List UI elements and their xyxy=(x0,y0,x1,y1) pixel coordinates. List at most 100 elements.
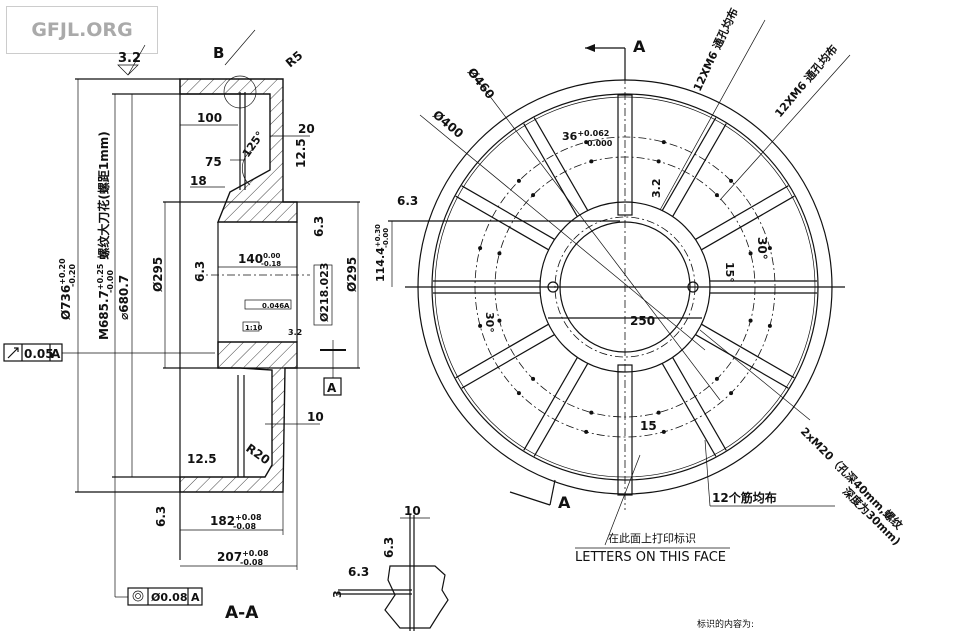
dim-75: 75 xyxy=(205,155,222,169)
runout-value: 0.05 xyxy=(24,347,54,361)
m6-hole-marker xyxy=(656,410,661,415)
watermark-logo: GFJL.ORG xyxy=(6,6,158,54)
m6-hole-marker xyxy=(661,429,666,434)
angle-30-left: 30° xyxy=(483,312,496,333)
taper-label: 1:10 xyxy=(245,324,263,332)
roughness-6-3-bore: 6.3 xyxy=(193,261,207,282)
detail-roughness-6-3-b: 6.3 xyxy=(348,565,369,579)
rib-line xyxy=(661,117,717,211)
roughness-3-2-small: 3.2 xyxy=(288,328,302,337)
angle-30-right: 30° xyxy=(755,237,769,260)
m6-hole-marker xyxy=(584,140,589,145)
runout-datum: A xyxy=(51,347,61,361)
rib-line xyxy=(661,363,717,457)
view-title-a-a: A-A xyxy=(225,603,259,623)
m6-hole-marker xyxy=(516,178,521,183)
top-flange-section xyxy=(179,78,298,223)
holes-note-2: 12XM6 通孔均布 xyxy=(772,42,841,120)
concentricity-datum: A xyxy=(191,591,200,604)
dim-18: 18 xyxy=(190,174,207,188)
rib-line xyxy=(523,123,578,217)
radius-r20: R20 xyxy=(243,441,272,467)
keyway-depth-tol-lower: -0.00 xyxy=(382,228,390,248)
m6-hole-marker xyxy=(661,140,666,145)
m6-hole-marker xyxy=(584,429,589,434)
m6-hole-marker xyxy=(497,318,502,323)
rib-line xyxy=(533,363,589,457)
concentricity-frame xyxy=(127,587,203,606)
dia-680: ⌀680.7 xyxy=(117,275,131,320)
radius-r5: R5 xyxy=(283,48,305,70)
roughness-6-3: 6.3 xyxy=(397,194,418,208)
rib-line xyxy=(672,357,727,451)
m6-hole-marker xyxy=(656,159,661,164)
datum-a: A xyxy=(327,381,337,395)
dim-250: 250 xyxy=(630,314,655,328)
thread-tol-lower: -0.00 xyxy=(106,270,115,293)
rib-line xyxy=(533,117,589,211)
m6-hole-marker xyxy=(767,323,772,328)
dim-182: 182+0.08 xyxy=(210,513,262,528)
roughness-12-5-bottom: 12.5 xyxy=(187,452,217,466)
section-view: 3.2 B R5 100 20 125° 12.5 75 18 6.3 Ø736… xyxy=(3,29,360,623)
rib-line xyxy=(672,123,727,217)
detail-dim-3: 3 xyxy=(331,590,344,598)
flatness-datum: A xyxy=(284,302,290,310)
m6-hole-marker xyxy=(767,246,772,251)
m6-hole-marker xyxy=(531,193,536,198)
detail-dim-10: 10 xyxy=(404,504,421,518)
m6-hole-marker xyxy=(729,391,734,396)
roughness-6-3-bottom: 6.3 xyxy=(154,506,168,527)
flatness-frame: 0.046 xyxy=(262,302,284,310)
dim-100: 100 xyxy=(197,111,222,125)
rib-line xyxy=(701,323,795,379)
rib-line xyxy=(461,334,555,389)
tapped-holes-note-1: 2xM20（孔深40mm,螺纹 xyxy=(798,424,906,532)
rib-line xyxy=(701,195,795,251)
concentricity-icon xyxy=(132,590,144,602)
section-mark-top: A xyxy=(633,37,646,56)
dim-207: 207+0.08 xyxy=(217,549,269,564)
holes-note-1: 12XM6 通孔均布 xyxy=(690,6,741,94)
m6-hole-marker xyxy=(589,159,594,164)
keyway-width: 36+0.062 xyxy=(562,129,609,143)
m6-hole-marker xyxy=(497,251,502,256)
front-view: A A Ø460 Ø400 12XM6 通孔均布 12XM6 通孔均布 36+0… xyxy=(374,6,906,630)
marking-note-cn: 在此面上打印标识 xyxy=(608,531,696,545)
detail-view: 10 6.3 6.3 3 xyxy=(331,504,449,631)
rib-line xyxy=(695,185,789,240)
m6-hole-marker xyxy=(589,410,594,415)
section-mark-bottom: A xyxy=(558,493,571,512)
rib-line xyxy=(695,334,789,389)
dia-736: Ø736+0.20 xyxy=(58,258,73,320)
detail-b-label: B xyxy=(213,44,224,62)
angle-125: 125° xyxy=(240,129,267,160)
dim-182-tol-lower: -0.08 xyxy=(233,522,256,531)
roughness-12-5-top: 12.5 xyxy=(294,138,308,168)
runout-frame xyxy=(3,343,63,362)
concentricity-value: Ø0.08 xyxy=(151,591,188,604)
dia-460: Ø460 xyxy=(465,65,498,101)
dia-295-right: Ø295 xyxy=(345,257,359,292)
dim-140: 1400.00 xyxy=(238,252,280,266)
runout-arrow-icon xyxy=(7,347,19,359)
m6-hole-marker xyxy=(516,391,521,396)
dim-10: 10 xyxy=(307,410,324,424)
marking-note-en: LETTERS ON THIS FACE xyxy=(575,550,726,565)
m6-hole-marker xyxy=(748,251,753,256)
rib-line xyxy=(455,195,549,251)
rib-line xyxy=(461,185,555,240)
m6-hole-marker xyxy=(478,246,483,251)
m6-hole-marker xyxy=(478,323,483,328)
detail-b-circle xyxy=(223,75,257,109)
dia-400: Ø400 xyxy=(430,108,466,141)
detail-roughness-6-3-a: 6.3 xyxy=(382,537,396,558)
m6-hole-marker xyxy=(714,193,719,198)
dia-295-left: Ø295 xyxy=(151,257,165,292)
m6-hole-marker xyxy=(748,318,753,323)
keyway-depth: 114.4+0.30 xyxy=(374,224,387,282)
rib-line xyxy=(455,323,549,379)
dia-218: Ø218.023 xyxy=(318,263,331,322)
marking-content-label: 标识的内容为: xyxy=(697,618,754,630)
ribs-note: 12个筋均布 xyxy=(712,490,777,505)
